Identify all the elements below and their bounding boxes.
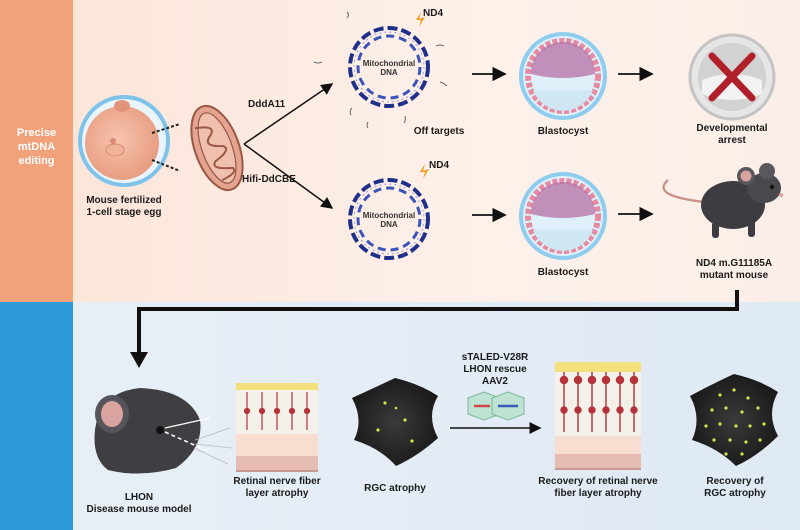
rgc-recovery-label-line: Recovery of [706, 476, 764, 487]
nd4-label: ND4 [429, 160, 450, 171]
lhon-model-label-line: LHON [124, 492, 154, 503]
cross-icon [708, 52, 756, 102]
lhon-mouse-head-icon [94, 388, 233, 474]
rgc-atrophy-label: RGC atrophy [364, 483, 426, 494]
mutant-mouse-label: ND4 m.G11185A mutant mouse [682, 258, 786, 282]
retina-atrophy-icon [236, 383, 318, 472]
mtdna-label: Mitochondrial DNA [359, 59, 419, 77]
mtdna-label-line: DNA [380, 220, 398, 229]
lhon-model-label: LHON Disease mouse model [74, 492, 204, 516]
retina-atrophy-label: Retinal nerve fiber layer atrophy [220, 476, 334, 500]
nd4-label: ND4 [423, 8, 444, 19]
aav-vector-icon [467, 391, 525, 421]
spark-icon [420, 164, 429, 179]
rgc-recovery-label-line: RGC atrophy [704, 488, 766, 499]
down-arrow-icon [130, 352, 148, 368]
retina-recovery-label: Recovery of retinal nerve fiber layer at… [528, 476, 668, 500]
rgc-atrophy-flatmount-icon [352, 378, 438, 466]
blastocyst-label: Blastocyst [537, 126, 589, 137]
sidebar-label-line: editing [18, 155, 55, 167]
editor-hifi-ddcbe-label: Hifi-DdCBE [242, 174, 296, 185]
mtdna-label-line: Mitochondrial [362, 59, 416, 68]
blastocyst-label: Blastocyst [537, 267, 589, 278]
sidebar-bottom-band [0, 302, 73, 530]
treatment-label-line: AAV2 [482, 376, 508, 387]
mitochondrion-icon [190, 104, 244, 192]
mtdna-label-line: Mitochondrial [362, 211, 416, 220]
arrest-label-line: Developmental [696, 123, 768, 134]
mitochondrial-dna-ring-icon [348, 26, 430, 108]
mtdna-label: Mitochondrial DNA [359, 211, 419, 229]
treatment-label-line: sTALED-V28R [461, 352, 529, 363]
rgc-recovery-label: Recovery of RGC atrophy [690, 476, 780, 500]
editor-dddA11-label: DddA11 [248, 99, 286, 110]
off-target-marks [313, 11, 448, 129]
egg-label-line: Mouse fertilized [86, 195, 162, 206]
mutant-mouse-label-line: ND4 m.G11185A [695, 258, 773, 269]
mitochondrial-dna-ring-icon [348, 178, 430, 260]
sidebar-label: Precise mtDNA editing [0, 126, 73, 168]
sidebar-label-line: mtDNA [17, 141, 56, 153]
blastocyst-icon [519, 32, 607, 120]
rgc-recovery-flatmount-icon [690, 374, 778, 466]
off-targets-label: Off targets [413, 126, 465, 137]
treatment-label: sTALED-V28R LHON rescue AAV2 [450, 352, 540, 388]
sidebar-top-band [0, 0, 73, 302]
retina-recovery-icon [555, 362, 641, 470]
egg-label-line: 1-cell stage egg [86, 207, 162, 218]
treatment-label-line: LHON rescue [463, 364, 527, 375]
retina-atrophy-label-line: layer atrophy [245, 488, 309, 499]
egg-label: Mouse fertilized 1-cell stage egg [74, 195, 174, 219]
blastocyst-icon [519, 172, 607, 260]
spark-icon [416, 12, 425, 27]
lhon-model-label-line: Disease mouse model [86, 504, 192, 515]
fertilized-egg-icon [78, 95, 181, 187]
retina-recovery-label-line: fiber layer atrophy [554, 488, 642, 499]
retina-recovery-label-line: Recovery of retinal nerve [538, 476, 658, 487]
retina-atrophy-label-line: Retinal nerve fiber [233, 476, 321, 487]
mutant-mouse-icon [662, 163, 783, 238]
mtdna-label-line: DNA [380, 68, 398, 77]
arrest-label-line: arrest [718, 135, 746, 146]
sidebar-label-line: Precise [16, 127, 57, 139]
arrest-label: Developmental arrest [686, 123, 778, 147]
mutant-mouse-label-line: mutant mouse [699, 270, 769, 281]
